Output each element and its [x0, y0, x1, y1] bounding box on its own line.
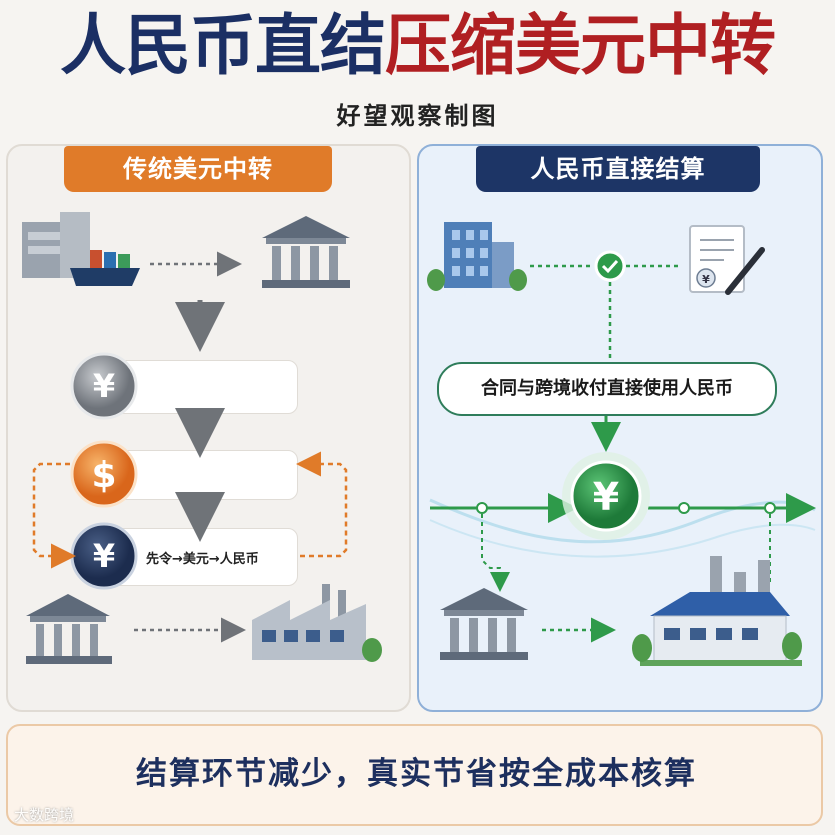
svg-text:¥: ¥ — [702, 273, 710, 286]
bank-icon — [262, 216, 350, 288]
factory-icon-left — [252, 584, 382, 662]
bank-icon-bottom — [26, 594, 112, 664]
page-title: 人民币直结压缩美元中转 — [60, 7, 776, 84]
svg-text:¥: ¥ — [93, 537, 115, 575]
yuan-coin-grey-icon: ¥ — [70, 352, 138, 420]
bottom-bar — [6, 724, 823, 826]
yuan-coin-navy-icon: ¥ — [70, 522, 138, 590]
watermark: 大数跨境 — [14, 806, 75, 824]
office-building-icon — [427, 222, 527, 291]
yuan-coin-green-icon: ¥ — [562, 452, 650, 540]
bottom-text: 结算环节减少，真实节省按全成本核算 — [136, 756, 697, 792]
svg-text:$: $ — [91, 455, 116, 496]
subtitle: 好望观察制图 — [336, 102, 499, 130]
factory-ship-icon — [22, 212, 140, 286]
traditional-tag: 传统美元中转 — [64, 146, 332, 192]
dollar-coin-icon: $ — [70, 440, 138, 508]
bank-icon-right — [440, 588, 528, 660]
check-icon — [594, 250, 626, 282]
rmb-direct-tag: 人民币直接结算 — [476, 146, 760, 192]
svg-text:¥: ¥ — [93, 367, 115, 405]
factory-icon-right — [632, 556, 802, 666]
svg-text:¥: ¥ — [593, 475, 619, 519]
contract-document-icon: ¥ — [689, 225, 765, 295]
contract-label: 合同与跨境收付直接使用人民币 — [437, 362, 777, 416]
flow-label: 先令→美元→人民币 — [146, 552, 259, 567]
